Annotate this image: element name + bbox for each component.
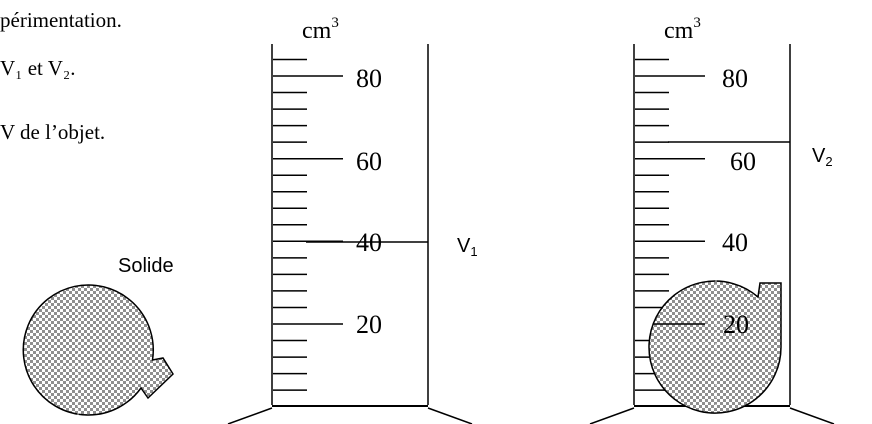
level-label-v2: V2 [812, 145, 833, 169]
cylinder-2-label-80: 80 [722, 64, 748, 93]
cylinder-1-label-60: 60 [356, 147, 382, 176]
cylinder-1-label-80: 80 [356, 64, 382, 93]
submerged-solid [648, 280, 782, 414]
cylinder-2-label-60: 60 [730, 147, 756, 176]
instruction-text-1: périmentation. [0, 8, 122, 32]
level-label-v1: V1 [457, 235, 478, 259]
cylinder-1-label-20: 20 [356, 310, 382, 339]
cylinder-1-unit: cm3 [302, 15, 339, 44]
cylinder-2-label-20: 20 [723, 310, 749, 339]
cylinder-2-tick-marks [635, 58, 705, 391]
graduated-cylinder-2: cm3 80 60 40 20 V2 [589, 15, 835, 424]
solid-object [22, 284, 174, 424]
graduated-cylinder-1: cm3 80 60 40 20 V1 [227, 15, 478, 424]
instruction-text-2: V₁ et V₂. [0, 56, 76, 80]
cylinder-2-unit: cm3 [664, 15, 701, 44]
instruction-text-3: V de l’objet. [0, 120, 106, 144]
cylinder-2-label-40: 40 [722, 228, 748, 257]
cylinder-1-label-40: 40 [356, 228, 382, 257]
cylinder-1-tick-marks [273, 58, 343, 391]
solid-label: Solide [118, 255, 174, 277]
